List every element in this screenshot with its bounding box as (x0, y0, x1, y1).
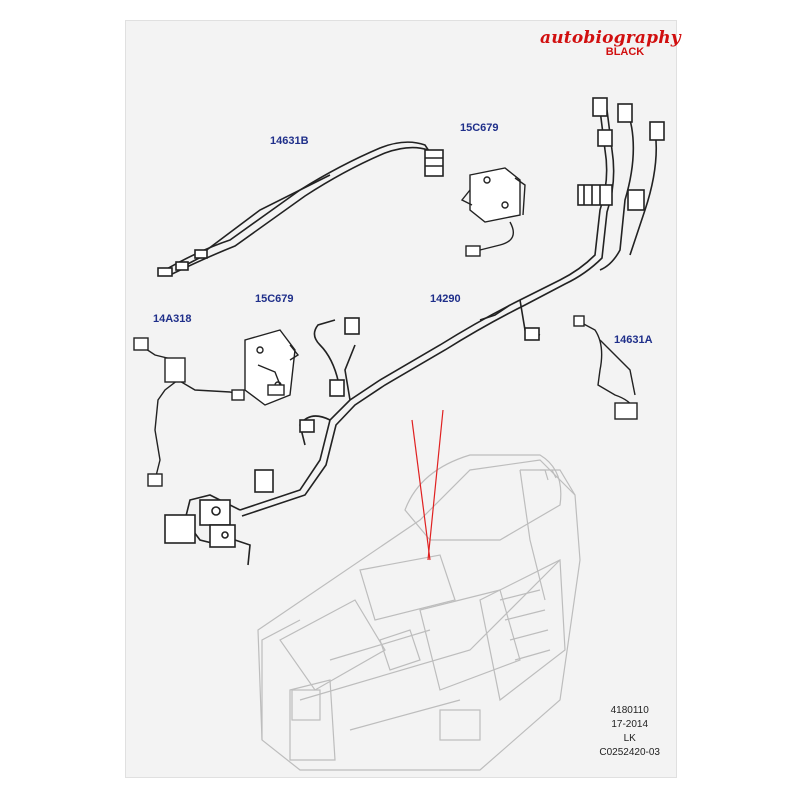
center-console-illustration (257, 454, 581, 771)
harness-14631a (573, 315, 638, 420)
callout-module-15c679-lower[interactable]: 15C679 (255, 293, 294, 305)
leader-lines (411, 409, 444, 561)
callout-switch-14a318[interactable]: 14A318 (153, 313, 192, 325)
module-15c679-upper (460, 167, 526, 257)
reference-line-1: 4180110 (610, 705, 649, 716)
reference-line-4: C0252420-03 (599, 747, 660, 758)
callout-module-15c679-upper[interactable]: 15C679 (460, 122, 499, 134)
reference-line-3: LK (623, 733, 636, 744)
brand-logo: autobiography BLACK (540, 28, 681, 58)
brand-sub-text: BLACK (605, 46, 645, 58)
callout-harness-14631b[interactable]: 14631B (270, 135, 309, 147)
main-harness-14290 (164, 97, 665, 566)
harness-14631b (157, 141, 444, 277)
callout-main-harness-14290[interactable]: 14290 (430, 293, 461, 305)
switch-harness-14a318 (133, 337, 245, 487)
diagram-sheet (125, 20, 677, 778)
module-15c679-lower (244, 329, 300, 406)
reference-line-2: 17-2014 (611, 719, 649, 730)
reference-block: 4180110 17-2014 LK C0252420-03 (599, 704, 660, 760)
callout-harness-14631a[interactable]: 14631A (614, 334, 653, 346)
brand-script-text: autobiography (540, 28, 681, 48)
